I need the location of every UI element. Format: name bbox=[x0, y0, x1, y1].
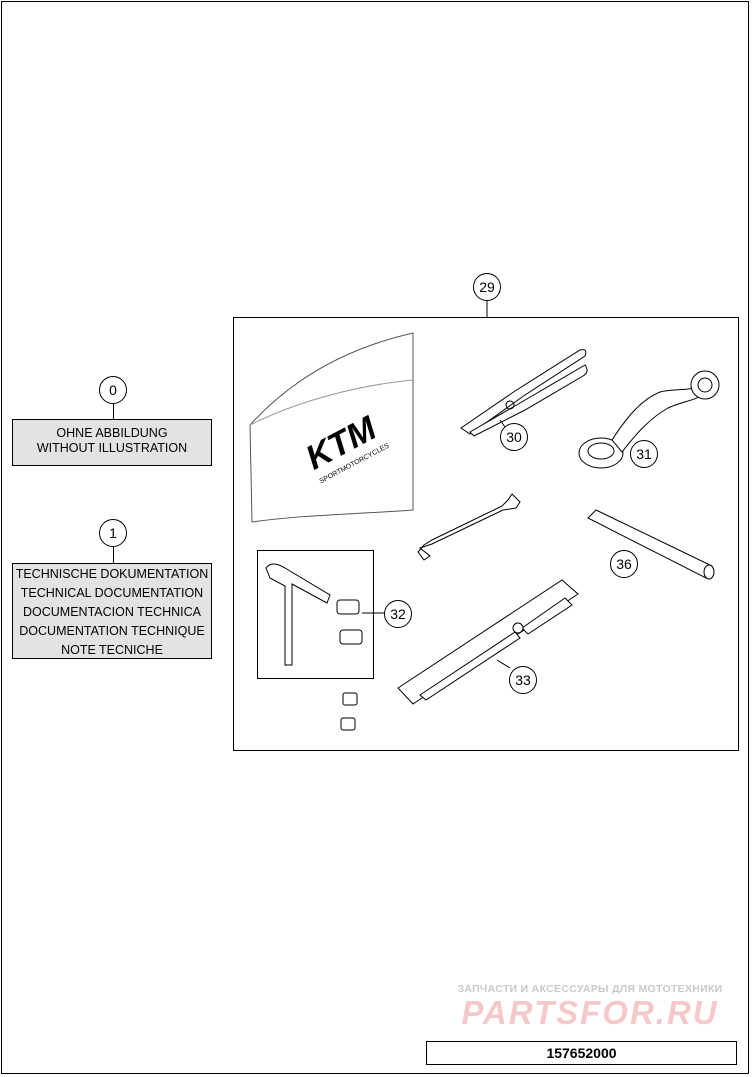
hex-key-icon[interactable] bbox=[265, 563, 363, 666]
box0-line-1: OHNE ABBILDUNG bbox=[56, 426, 168, 440]
watermark-tagline: ЗАПЧАСТИ И АКСЕССУАРЫ ДЛЯ МОТОТЕХНИКИ bbox=[457, 983, 723, 995]
callout-31[interactable]: 31 bbox=[630, 440, 658, 468]
callout-1-leader bbox=[113, 547, 114, 564]
box1-line-3: DOCUMENTACION TECHNICA bbox=[22, 605, 201, 619]
callout-32[interactable]: 32 bbox=[384, 600, 412, 628]
callout-1[interactable]: 1 bbox=[99, 519, 127, 547]
callout-30[interactable]: 30 bbox=[500, 423, 528, 451]
tool-kit-box bbox=[233, 317, 739, 751]
box1-line-4: DOCUMENTATION TECHNIQUE bbox=[19, 624, 205, 638]
callout-33[interactable]: 33 bbox=[509, 666, 537, 694]
screwdriver-icon[interactable] bbox=[397, 579, 579, 705]
callout-0[interactable]: 0 bbox=[99, 376, 127, 404]
watermark-site: PARTSFOR.RU bbox=[461, 994, 719, 1031]
box0-line-2: WITHOUT ILLUSTRATION bbox=[36, 441, 188, 455]
pliers-icon[interactable] bbox=[460, 349, 588, 437]
hex-wrench-set-box bbox=[257, 550, 374, 679]
ring-spanner-icon[interactable] bbox=[578, 370, 720, 469]
box-technical-documentation: TECHNISCHE DOKUMENTATION TECHNICAL DOCUM… bbox=[12, 563, 212, 659]
callout-36[interactable]: 36 bbox=[610, 550, 638, 578]
box1-line-1: TECHNISCHE DOKUMENTATION bbox=[15, 567, 209, 581]
open-end-spanner-icon[interactable] bbox=[417, 493, 521, 561]
box1-line-5: NOTE TECNICHE bbox=[61, 643, 163, 657]
callout-0-leader bbox=[113, 404, 114, 420]
box1-line-2: TECHNICAL DOCUMENTATION bbox=[20, 586, 204, 600]
watermark: ЗАПЧАСТИ И АКСЕССУАРЫ ДЛЯ МОТОТЕХНИКИ PA… bbox=[440, 983, 740, 1031]
socket-extension-icon[interactable] bbox=[587, 509, 715, 580]
callout-29[interactable]: 29 bbox=[473, 273, 501, 301]
part-number: 157652000 bbox=[426, 1041, 737, 1065]
box-without-illustration: OHNE ABBILDUNG WITHOUT ILLUSTRATION bbox=[12, 419, 212, 466]
tool-pouch-icon[interactable] bbox=[249, 332, 414, 523]
